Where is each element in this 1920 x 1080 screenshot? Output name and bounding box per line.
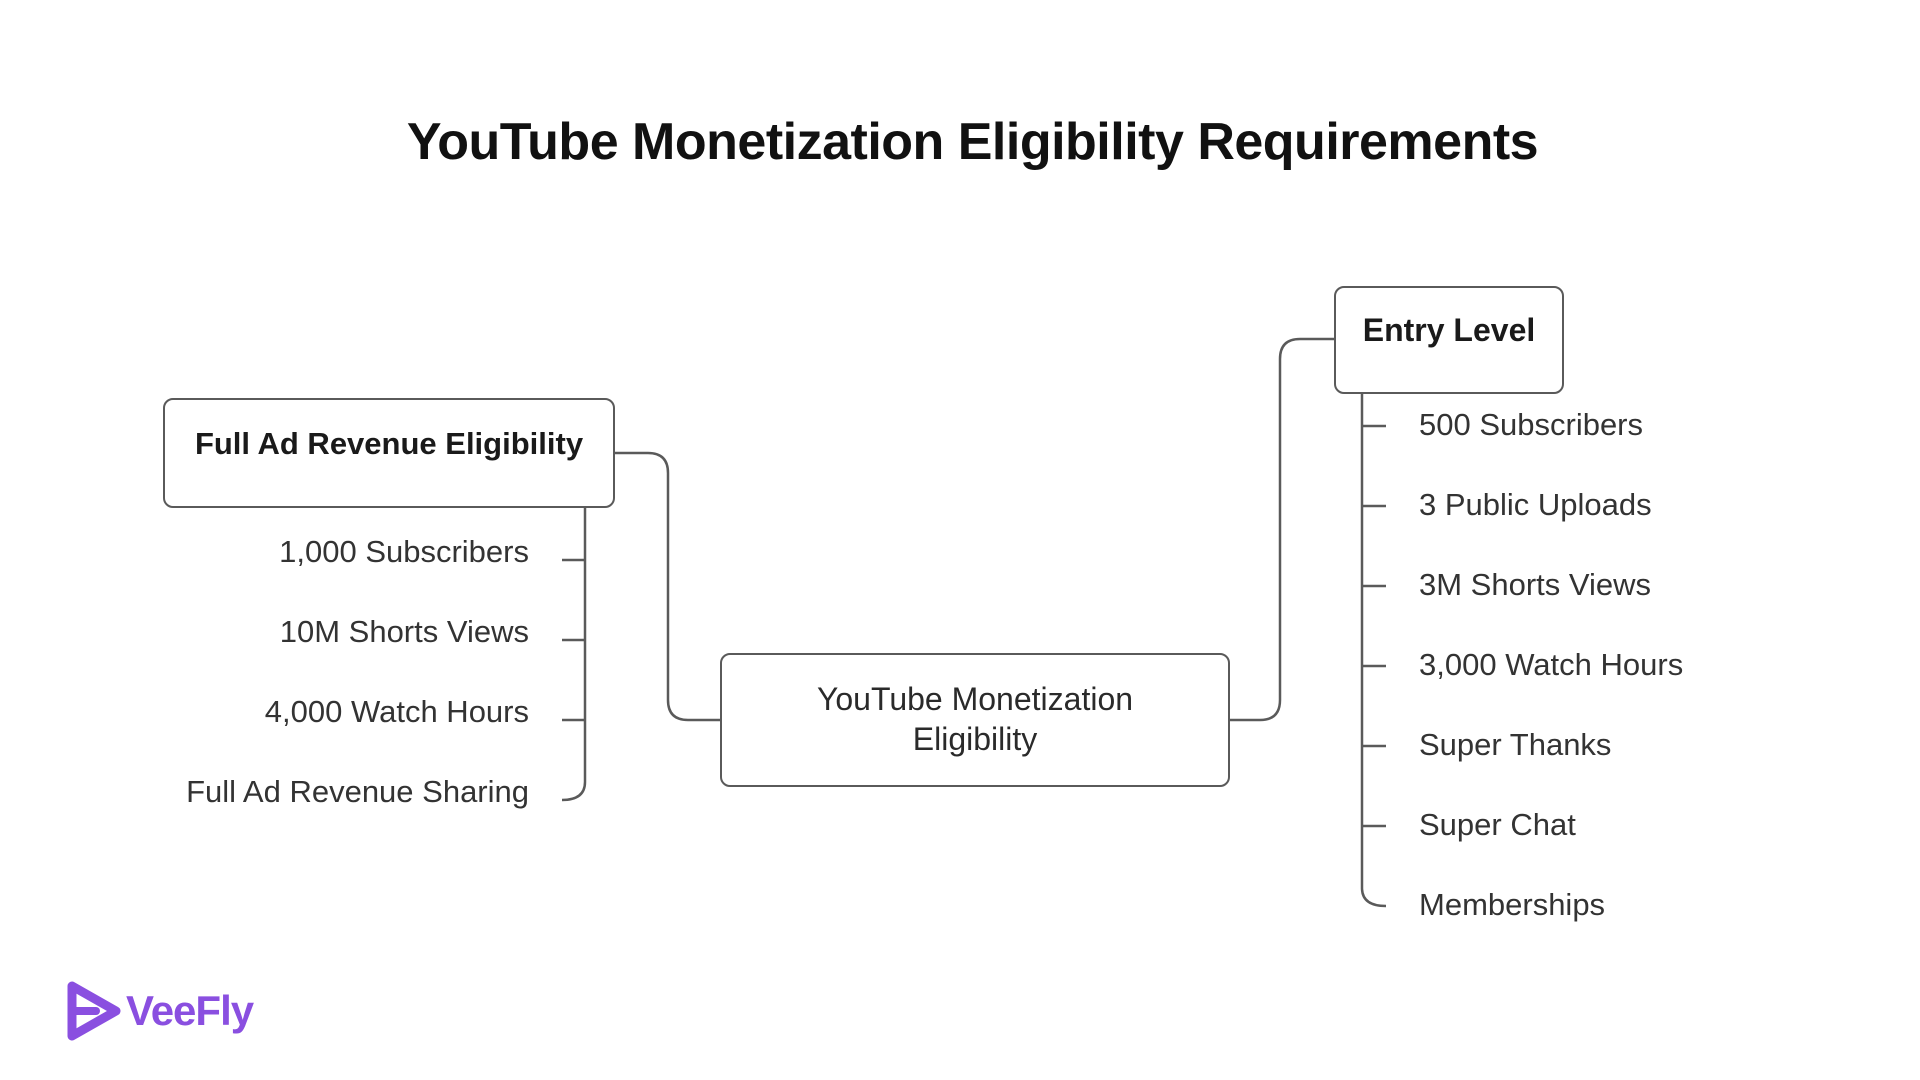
- right-item: Memberships: [1419, 887, 1606, 922]
- left-item: 4,000 Watch Hours: [264, 694, 529, 729]
- right-item: 3 Public Uploads: [1419, 487, 1652, 522]
- right-item: 500 Subscribers: [1419, 407, 1644, 442]
- left-item: Full Ad Revenue Sharing: [186, 774, 529, 809]
- node-full-ad-revenue-eligibility: Full Ad Revenue Eligibility: [163, 398, 615, 508]
- right-item: Super Chat: [1419, 807, 1576, 842]
- node-label: Entry Level: [1362, 312, 1536, 348]
- diagram-title: YouTube Monetization Eligibility Require…: [406, 113, 1539, 171]
- right-item: 3,000 Watch Hours: [1419, 647, 1684, 682]
- node-entry-level: Entry Level: [1334, 286, 1564, 394]
- node-label: Full Ad Revenue Eligibility: [194, 426, 584, 461]
- veefly-logo: VeeFly: [66, 980, 254, 1042]
- play-triangle-logo-icon: [67, 981, 121, 1041]
- right-item: Super Thanks: [1419, 727, 1612, 762]
- node-youtube-monetization-eligibility: YouTube Monetization Eligibility: [720, 653, 1230, 787]
- logo-text: VeeFly: [126, 987, 254, 1034]
- left-item: 1,000 Subscribers: [279, 534, 529, 569]
- left-item: 10M Shorts Views: [279, 614, 529, 649]
- right-item: 3M Shorts Views: [1419, 567, 1652, 602]
- node-label: YouTube Monetization Eligibility: [816, 681, 1134, 757]
